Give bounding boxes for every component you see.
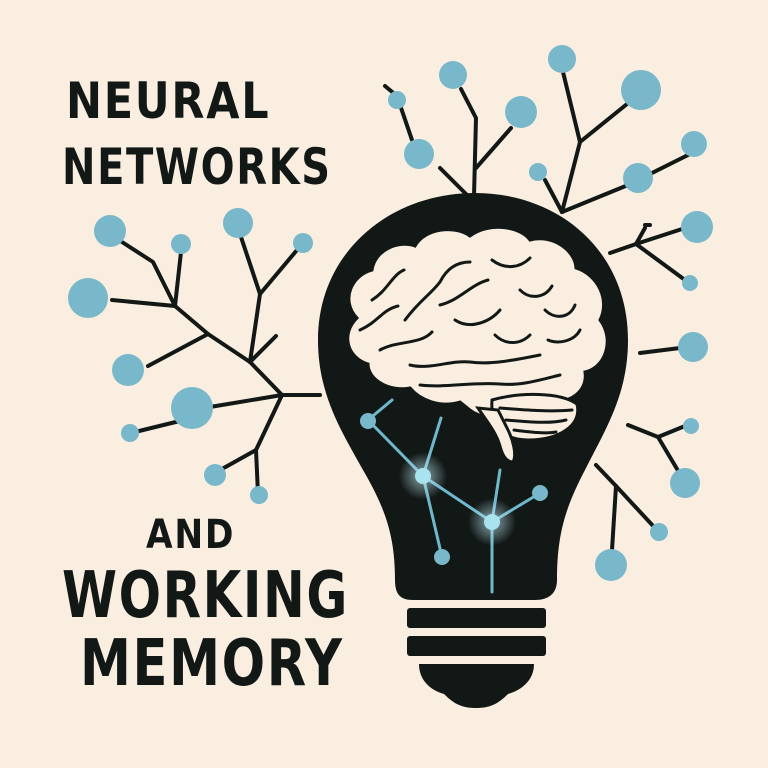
left-neuron-branch [110,232,322,496]
right-neuron-nodes [595,211,713,581]
glowing-node [415,468,431,484]
title-line-working: WORKING [62,559,349,633]
network-node [434,549,450,565]
glowing-node [484,514,500,530]
network-node [360,413,376,429]
bulb-base-ring-1 [407,608,546,628]
title-line-networks: NETWORKS [62,138,332,196]
top-neuron-nodes [388,45,707,193]
title-line-memory: MEMORY [80,627,344,701]
inner-neural-network [360,398,548,594]
title-line-and: AND [146,512,236,558]
left-neuron-nodes [68,208,313,504]
brain-icon [346,225,609,464]
bulb-base-cap [419,664,534,708]
top-neuron-branch [383,70,696,227]
title-line-neural: NEURAL [66,72,271,130]
right-neuron-branch [594,226,687,552]
bulb-base-ring-2 [407,636,546,656]
network-node [532,485,548,501]
